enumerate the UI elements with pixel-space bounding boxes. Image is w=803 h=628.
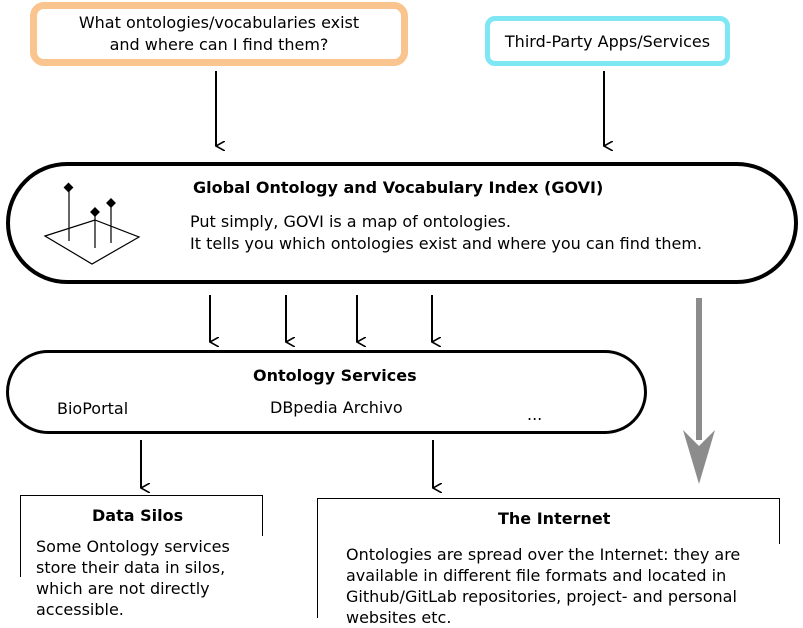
question-line-2: and where can I find them? [109,35,329,54]
data-silos-line-1: Some Ontology services [36,537,230,556]
govi-desc-line-1: Put simply, GOVI is a map of ontologies. [190,212,511,231]
govi-description: Put simply, GOVI is a map of ontologies.… [190,211,702,255]
third-party-apps-label: Third-Party Apps/Services [504,31,711,51]
ontology-services-box [6,350,647,434]
question-box: What ontologies/vocabularies exist and w… [30,2,408,66]
internet-line-2: available in different file formats and … [346,566,727,585]
govi-box [6,162,798,284]
data-silos-line-3: which are not directly [36,579,210,598]
govi-title: Global Ontology and Vocabulary Index (GO… [193,178,604,197]
service-item-more: ... [527,405,543,424]
internet-title: The Internet [498,509,611,528]
service-item-bioportal: BioPortal [57,399,129,418]
data-silos-line-4: accessible. [36,600,124,619]
data-silos-line-2: store their data in silos, [36,558,226,577]
map-pins-icon [43,182,141,265]
third-party-apps-box: Third-Party Apps/Services [485,16,730,66]
arrow-govi-to-internet-head [683,430,715,484]
data-silos-title: Data Silos [92,506,184,525]
govi-desc-line-2: It tells you which ontologies exist and … [190,234,703,253]
service-item-dbpedia-archivo: DBpedia Archivo [270,398,403,417]
internet-line-3: Github/GitLab repositories, project- and… [346,587,737,606]
ontology-services-title: Ontology Services [253,366,417,385]
internet-line-4: websites etc. [346,608,452,627]
question-line-1: What ontologies/vocabularies exist [78,13,360,32]
internet-text: Ontologies are spread over the Internet:… [346,544,786,628]
data-silos-text: Some Ontology services store their data … [36,536,264,620]
internet-line-1: Ontologies are spread over the Internet:… [346,545,741,564]
